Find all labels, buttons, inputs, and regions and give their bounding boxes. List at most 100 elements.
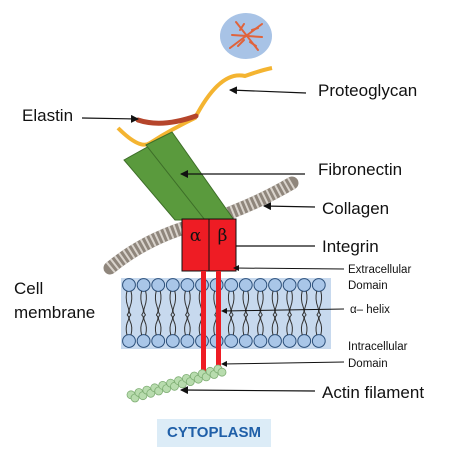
lipid-tail [187, 314, 191, 336]
lipid-tail [172, 314, 177, 336]
lipid-head [268, 334, 282, 348]
label-extracellular-1: Extracellular [348, 264, 411, 276]
pointer-alpha-helix [221, 307, 345, 314]
lipid-head [253, 334, 268, 348]
lipid-tail [184, 314, 188, 336]
elastin-fiber [135, 113, 199, 126]
label-alpha-helix: α– helix [350, 304, 390, 316]
lipid-tail [157, 314, 162, 336]
lipid-tail [300, 290, 305, 316]
lipid-tail [169, 314, 174, 336]
lipid-tail [169, 290, 174, 316]
lipid-tail [289, 314, 293, 336]
lipid-tail [245, 314, 250, 336]
label-collagen: Collagen [322, 199, 389, 218]
label-cell: Cell [14, 279, 43, 298]
lipid-tail [318, 290, 323, 316]
lipid-tail [257, 290, 261, 316]
alpha-label: α [190, 226, 202, 246]
lipid-tail [257, 314, 261, 336]
pointer-intracellular [221, 360, 345, 367]
label-proteoglycan: Proteoglycan [318, 81, 417, 100]
label-integrin: Integrin [322, 237, 379, 256]
lipid-head [180, 334, 195, 348]
lipid-tail [128, 314, 133, 336]
lipid-tails [125, 290, 323, 336]
lipid-tail [230, 314, 235, 336]
lipid-head [136, 278, 151, 292]
lipid-tail [274, 290, 279, 316]
lipid-tail [140, 314, 144, 336]
lipid-tail [286, 290, 290, 316]
lipid-tail [125, 290, 130, 316]
lipid-tail [318, 314, 323, 336]
lipid-tail [260, 290, 264, 316]
lipid-tail [274, 314, 279, 336]
lipid-head [268, 278, 282, 292]
lipid-head [282, 278, 297, 292]
lipid-head [180, 278, 195, 292]
lipid-tail [230, 290, 235, 316]
pointer-collagen [263, 202, 316, 211]
lipid-tail [242, 314, 247, 336]
label-actin-filament: Actin filament [322, 383, 424, 402]
cytoplasm-box [157, 419, 271, 447]
annotations: Proteoglycan Elastin Fibronectin Collage… [14, 81, 424, 402]
lipid-head [151, 334, 166, 348]
lipid-tail [184, 290, 188, 316]
integrin: α β [181, 218, 237, 372]
label-intracellular-1: Intracellular [348, 341, 408, 353]
lipid-head [165, 334, 180, 348]
label-intracellular-2: Domain [348, 358, 388, 370]
lipid-head [151, 278, 166, 292]
lipid-tail [245, 290, 250, 316]
lipid-tail [143, 314, 147, 336]
lipid-tail [303, 314, 308, 336]
lipid-tail [303, 290, 308, 316]
pointer-elastin [81, 114, 139, 123]
lipid-tail [289, 290, 293, 316]
label-elastin: Elastin [22, 106, 73, 125]
pointer-extracellular [233, 265, 345, 272]
lipid-tail [128, 290, 133, 316]
lipid-head [297, 278, 312, 292]
integrin-alpha-helix [201, 271, 206, 372]
lipid-tail [125, 314, 130, 336]
actin-filament [126, 364, 227, 403]
lipid-tail [271, 290, 276, 316]
lipid-head [282, 334, 297, 348]
pointer-actin [180, 386, 316, 395]
integrin-beta-helix [216, 271, 221, 372]
lipid-tail [172, 290, 177, 316]
lipid-head [122, 334, 136, 348]
lipid-head [238, 278, 253, 292]
lipid-tail [286, 314, 290, 336]
lipid-tail [227, 314, 232, 336]
label-extracellular-2: Domain [348, 280, 388, 292]
lipid-tail [140, 290, 144, 316]
lipid-head [224, 334, 239, 348]
proteoglycan [116, 13, 273, 147]
lipid-tail [154, 290, 159, 316]
lipid-head [136, 334, 151, 348]
lipid-tail [187, 290, 191, 316]
lipid-tail [242, 290, 247, 316]
lipid-tail [300, 314, 305, 336]
lipid-tail [271, 314, 276, 336]
lipid-tail [157, 290, 162, 316]
lipid-head [238, 334, 253, 348]
lipid-head [253, 278, 268, 292]
label-fibronectin: Fibronectin [318, 160, 402, 179]
label-membrane: membrane [14, 303, 95, 322]
lipid-head [165, 278, 180, 292]
lipid-tail [154, 314, 159, 336]
lipid-head [297, 334, 312, 348]
lipid-head [224, 278, 239, 292]
cell-membrane [121, 278, 331, 349]
beta-label: β [218, 226, 228, 246]
lipid-tail [260, 314, 264, 336]
lipid-tail [213, 314, 217, 336]
lipid-tail [213, 290, 217, 316]
cytoplasm-label: CYTOPLASM [167, 424, 261, 441]
